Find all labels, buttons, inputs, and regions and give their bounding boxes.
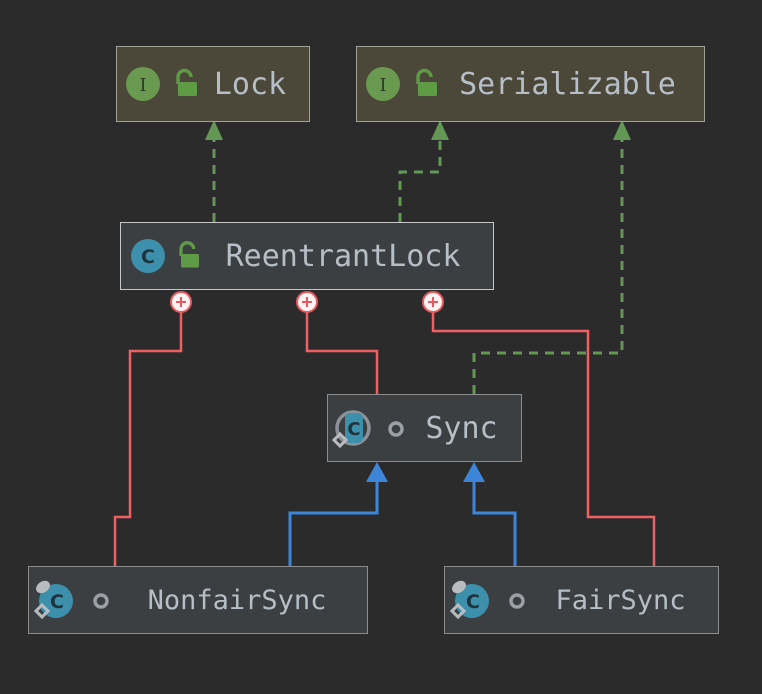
svg-text:C: C bbox=[347, 419, 360, 440]
node-reentrantlock[interactable]: C ReentrantLock bbox=[120, 222, 494, 290]
edge-nonfairsync-extends-sync[interactable] bbox=[288, 462, 388, 566]
node-sync-icons: C bbox=[328, 404, 416, 452]
inner-class-plus-marker-fairsync[interactable] bbox=[422, 291, 444, 313]
abstract-class-icon: C bbox=[328, 404, 376, 452]
node-lock[interactable]: I Lock bbox=[116, 46, 310, 122]
edge-fairsync-extends-sync[interactable] bbox=[463, 462, 517, 566]
node-nonfairsync-icons: C bbox=[29, 575, 121, 625]
node-lock-label: Lock bbox=[213, 66, 287, 102]
svg-text:I: I bbox=[379, 75, 386, 96]
node-nonfairsync-label: NonfairSync bbox=[147, 584, 327, 616]
edge-reentrantlock-implements-lock[interactable] bbox=[205, 120, 223, 222]
node-fairsync[interactable]: C FairSync bbox=[444, 566, 719, 634]
node-fairsync-label: FairSync bbox=[555, 584, 686, 616]
node-lock-icons: I bbox=[117, 60, 205, 108]
unlocked-padlock-icon bbox=[405, 60, 445, 108]
node-nonfairsync[interactable]: C NonfairSync bbox=[28, 566, 368, 634]
edge-sync-implements-serializable[interactable] bbox=[472, 120, 631, 394]
node-serializable-icons: I bbox=[357, 60, 445, 108]
edge-reentrantlock-contains-nonfairsync[interactable] bbox=[113, 302, 183, 566]
svg-text:C: C bbox=[141, 246, 155, 268]
package-private-icon bbox=[81, 575, 121, 625]
svg-text:I: I bbox=[139, 75, 146, 96]
inner-class-plus-marker-nonfairsync[interactable] bbox=[170, 291, 192, 313]
unlocked-padlock-icon bbox=[169, 233, 207, 279]
interface-icon: I bbox=[357, 60, 405, 108]
node-sync[interactable]: C Sync bbox=[327, 394, 522, 462]
node-serializable-label: Serializable bbox=[459, 66, 676, 102]
edge-reentrantlock-implements-serializable[interactable] bbox=[398, 120, 449, 222]
svg-text:C: C bbox=[466, 591, 480, 613]
node-serializable[interactable]: I Serializable bbox=[356, 46, 705, 122]
node-reentrantlock-icons: C bbox=[121, 233, 207, 279]
final-class-icon: C bbox=[445, 575, 497, 625]
final-class-icon: C bbox=[29, 575, 81, 625]
node-sync-label: Sync bbox=[425, 410, 498, 446]
edge-reentrantlock-contains-sync[interactable] bbox=[305, 302, 379, 394]
inner-class-plus-marker-sync[interactable] bbox=[296, 291, 318, 313]
package-private-icon bbox=[376, 404, 416, 452]
interface-icon: I bbox=[117, 60, 165, 108]
node-fairsync-icons: C bbox=[445, 575, 537, 625]
node-reentrantlock-label: ReentrantLock bbox=[225, 238, 461, 274]
svg-text:C: C bbox=[50, 591, 64, 613]
package-private-icon bbox=[497, 575, 537, 625]
class-icon: C bbox=[121, 233, 169, 279]
unlocked-padlock-icon bbox=[165, 60, 205, 108]
